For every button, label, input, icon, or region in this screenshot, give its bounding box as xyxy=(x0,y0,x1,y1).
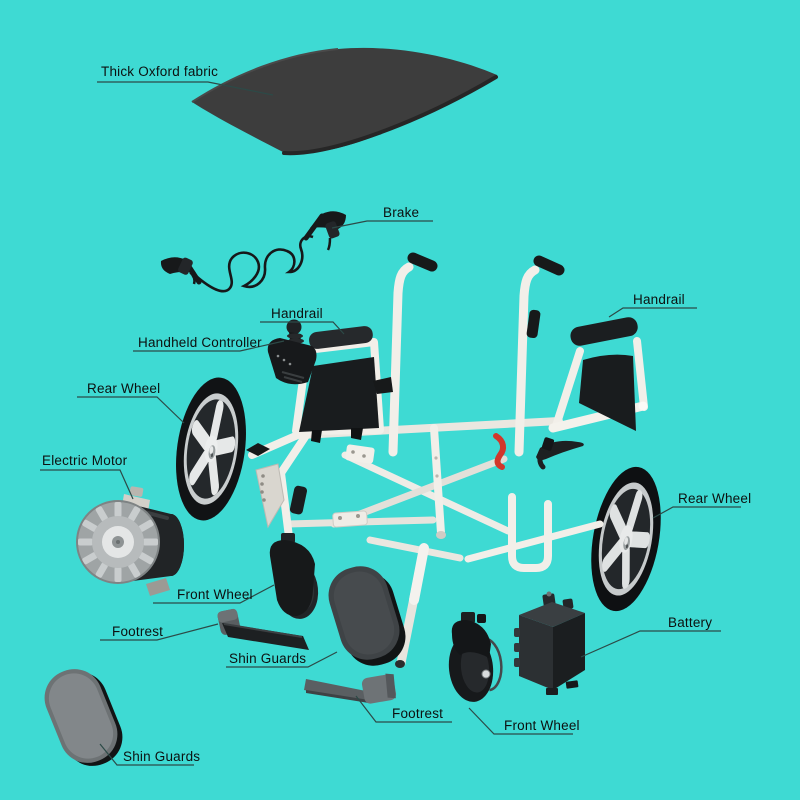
leader-footrest-left xyxy=(100,623,219,641)
leader-lines xyxy=(40,81,741,766)
label-brake: Brake xyxy=(383,205,419,220)
label-thick-oxford-fabric: Thick Oxford fabric xyxy=(101,64,218,79)
handrail-right-pad xyxy=(570,317,638,346)
leader-shin-guards-center xyxy=(226,651,338,668)
label-footrest-left: Footrest xyxy=(112,624,163,639)
shin-guards-center-graphic xyxy=(328,566,406,666)
front-wheel-bottom-graphic xyxy=(448,612,503,702)
leader-handrail-right xyxy=(608,307,697,318)
handheld-controller-graphic xyxy=(267,319,317,385)
electric-motor-graphic xyxy=(76,486,184,596)
footrest-left-graphic xyxy=(217,608,309,650)
shin-guards-bottom-graphic xyxy=(44,669,123,766)
red-folding-lever xyxy=(493,433,507,470)
label-handheld-controller: Handheld Controller xyxy=(138,335,262,350)
label-rear-wheel-left: Rear Wheel xyxy=(87,381,160,396)
leader-handheld-controller xyxy=(133,340,285,352)
label-battery: Battery xyxy=(668,615,712,630)
leader-rear-wheel-left xyxy=(77,396,185,424)
label-rear-wheel-right: Rear Wheel xyxy=(678,491,751,506)
handrail-left-pad xyxy=(309,326,373,349)
leader-handrail-left xyxy=(260,321,345,335)
label-footrest-bottom: Footrest xyxy=(392,706,443,721)
front-wheel-left-graphic xyxy=(269,533,319,619)
leader-thick-oxford-fabric xyxy=(97,81,274,96)
callout-labels: Thick Oxford fabric Brake Handrail Handh… xyxy=(42,64,751,764)
frame-details-graphic xyxy=(246,309,638,529)
leader-footrest-bottom xyxy=(355,695,452,723)
leader-front-wheel-left xyxy=(153,584,275,604)
leader-brake xyxy=(331,220,433,229)
leader-rear-wheel-right xyxy=(652,506,741,519)
leader-battery xyxy=(580,630,721,658)
label-handrail-right: Handrail xyxy=(633,292,685,307)
rear-wheel-left-graphic xyxy=(176,377,246,521)
brake-graphic xyxy=(160,211,346,293)
battery-graphic xyxy=(514,591,585,695)
label-shin-guards-bottom: Shin Guards xyxy=(123,749,200,764)
rear-wheel-right-graphic xyxy=(591,466,661,612)
label-electric-motor: Electric Motor xyxy=(42,453,128,468)
label-shin-guards-center: Shin Guards xyxy=(229,651,306,666)
label-handrail-left: Handrail xyxy=(271,306,323,321)
label-front-wheel-bottom: Front Wheel xyxy=(504,718,580,733)
leader-front-wheel-bottom xyxy=(468,707,573,735)
oxford-fabric-graphic xyxy=(191,47,498,156)
leader-shin-guards-bottom xyxy=(99,743,194,766)
leader-electric-motor xyxy=(40,469,134,500)
footrest-bottom-graphic xyxy=(304,673,397,704)
label-front-wheel-left: Front Wheel xyxy=(177,587,253,602)
